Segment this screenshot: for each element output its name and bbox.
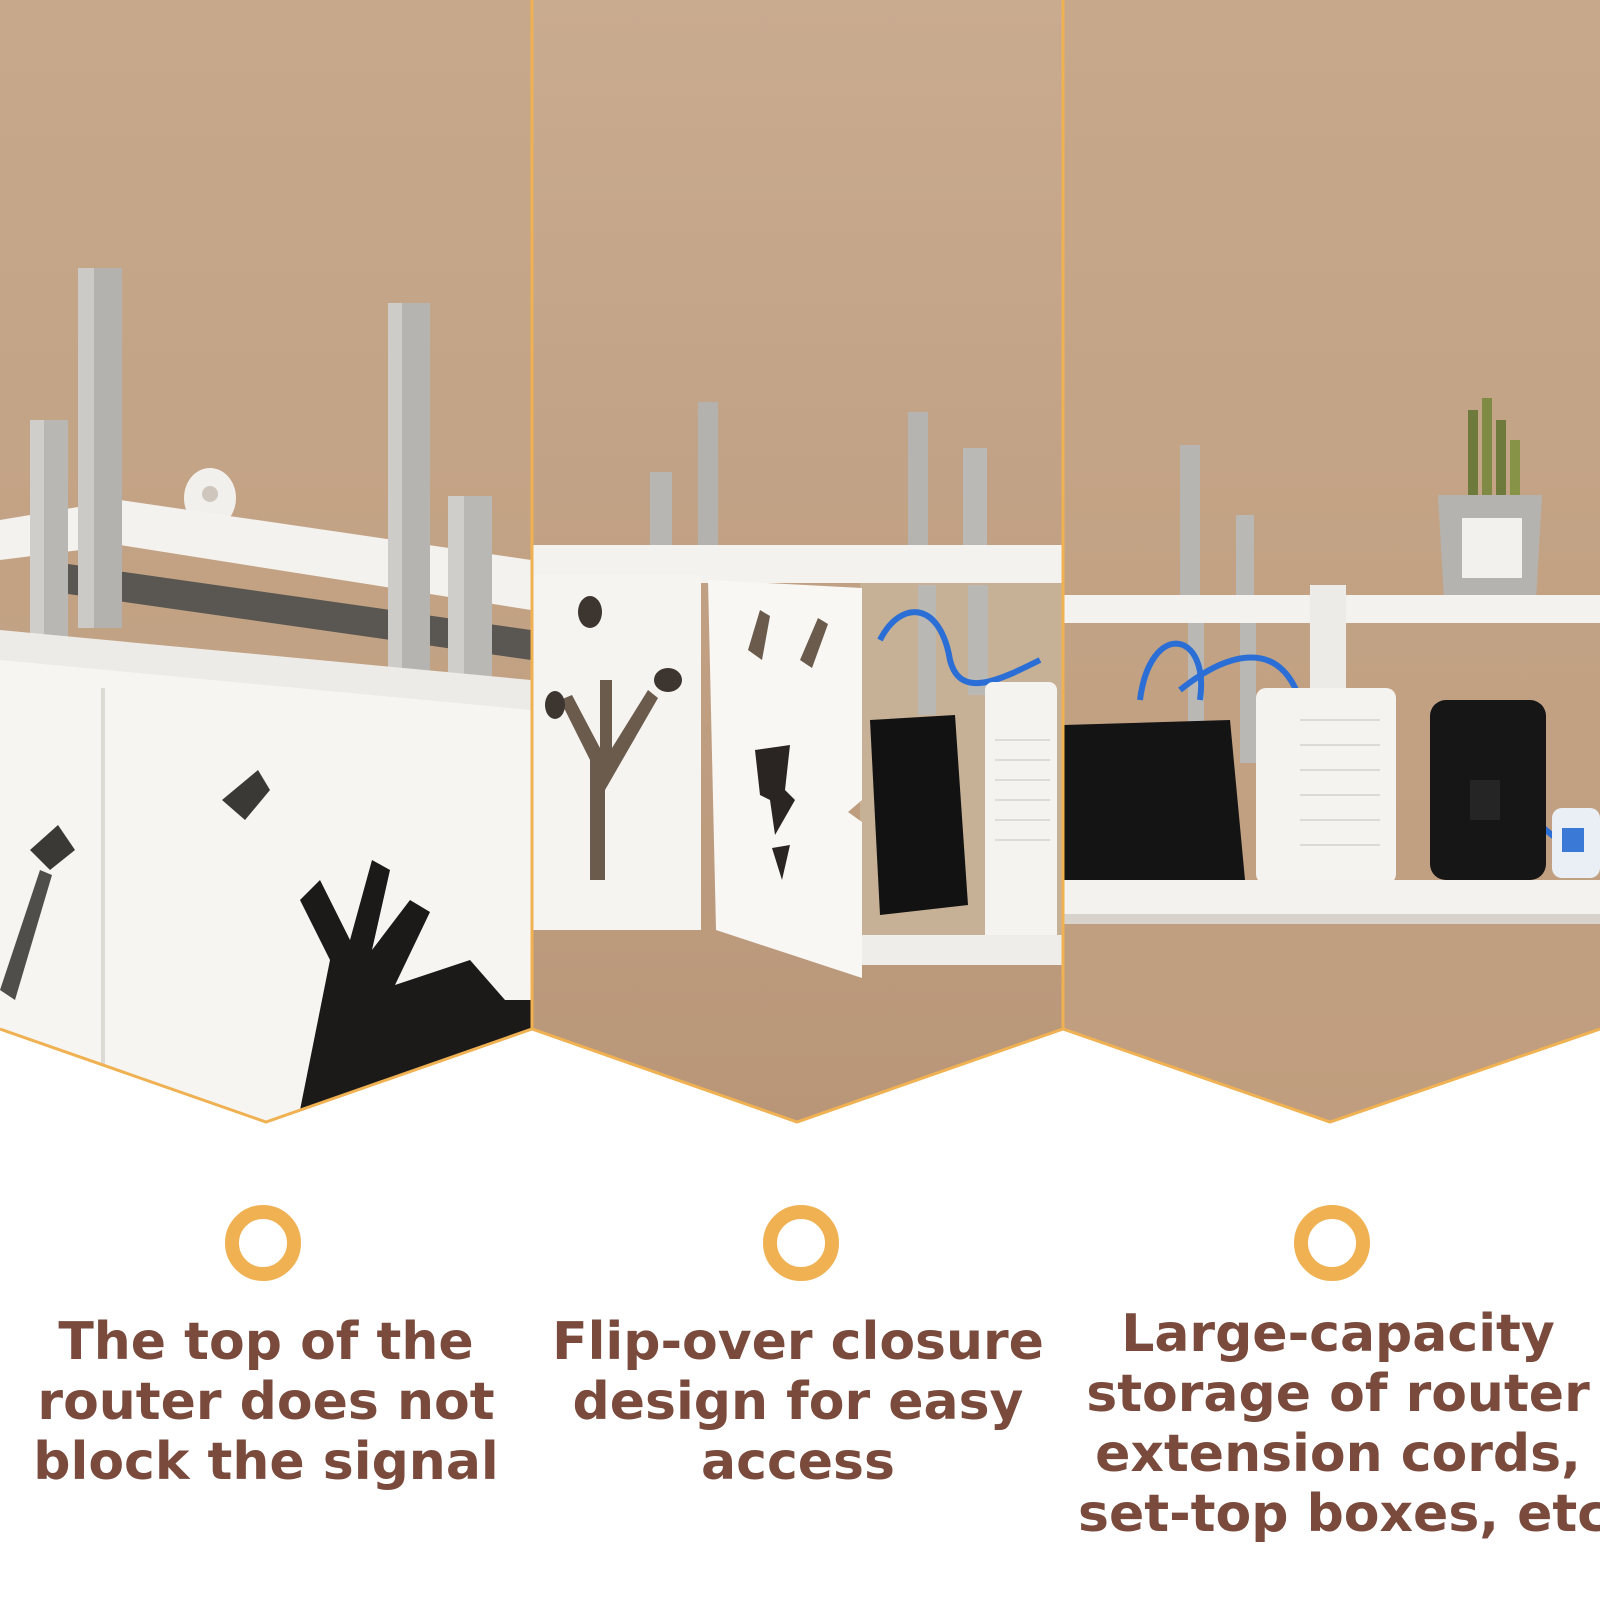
antenna: [908, 412, 928, 562]
photo-panel-storage: [1064, 0, 1600, 1122]
antenna: [963, 448, 987, 563]
antenna: [1236, 515, 1254, 595]
panel-dividers: [0, 0, 1600, 1124]
photo-panel-flip-door: [533, 0, 1062, 1122]
feature-caption: The top of the router does not block the…: [33, 1312, 499, 1492]
product-photo-panels: [0, 0, 1600, 1124]
potted-plant: [1438, 398, 1542, 600]
ring-icon: [763, 1205, 839, 1281]
feature-caption: Flip-over closure design for easy access: [552, 1312, 1044, 1492]
photo-panel-top-view: [0, 0, 531, 1122]
antenna: [1180, 445, 1200, 595]
ring-icon: [1294, 1205, 1370, 1281]
ring-icon: [225, 1205, 301, 1281]
antenna: [698, 402, 718, 562]
feature-caption: Large-capacity storage of router extensi…: [1078, 1304, 1600, 1544]
antenna: [650, 472, 672, 562]
